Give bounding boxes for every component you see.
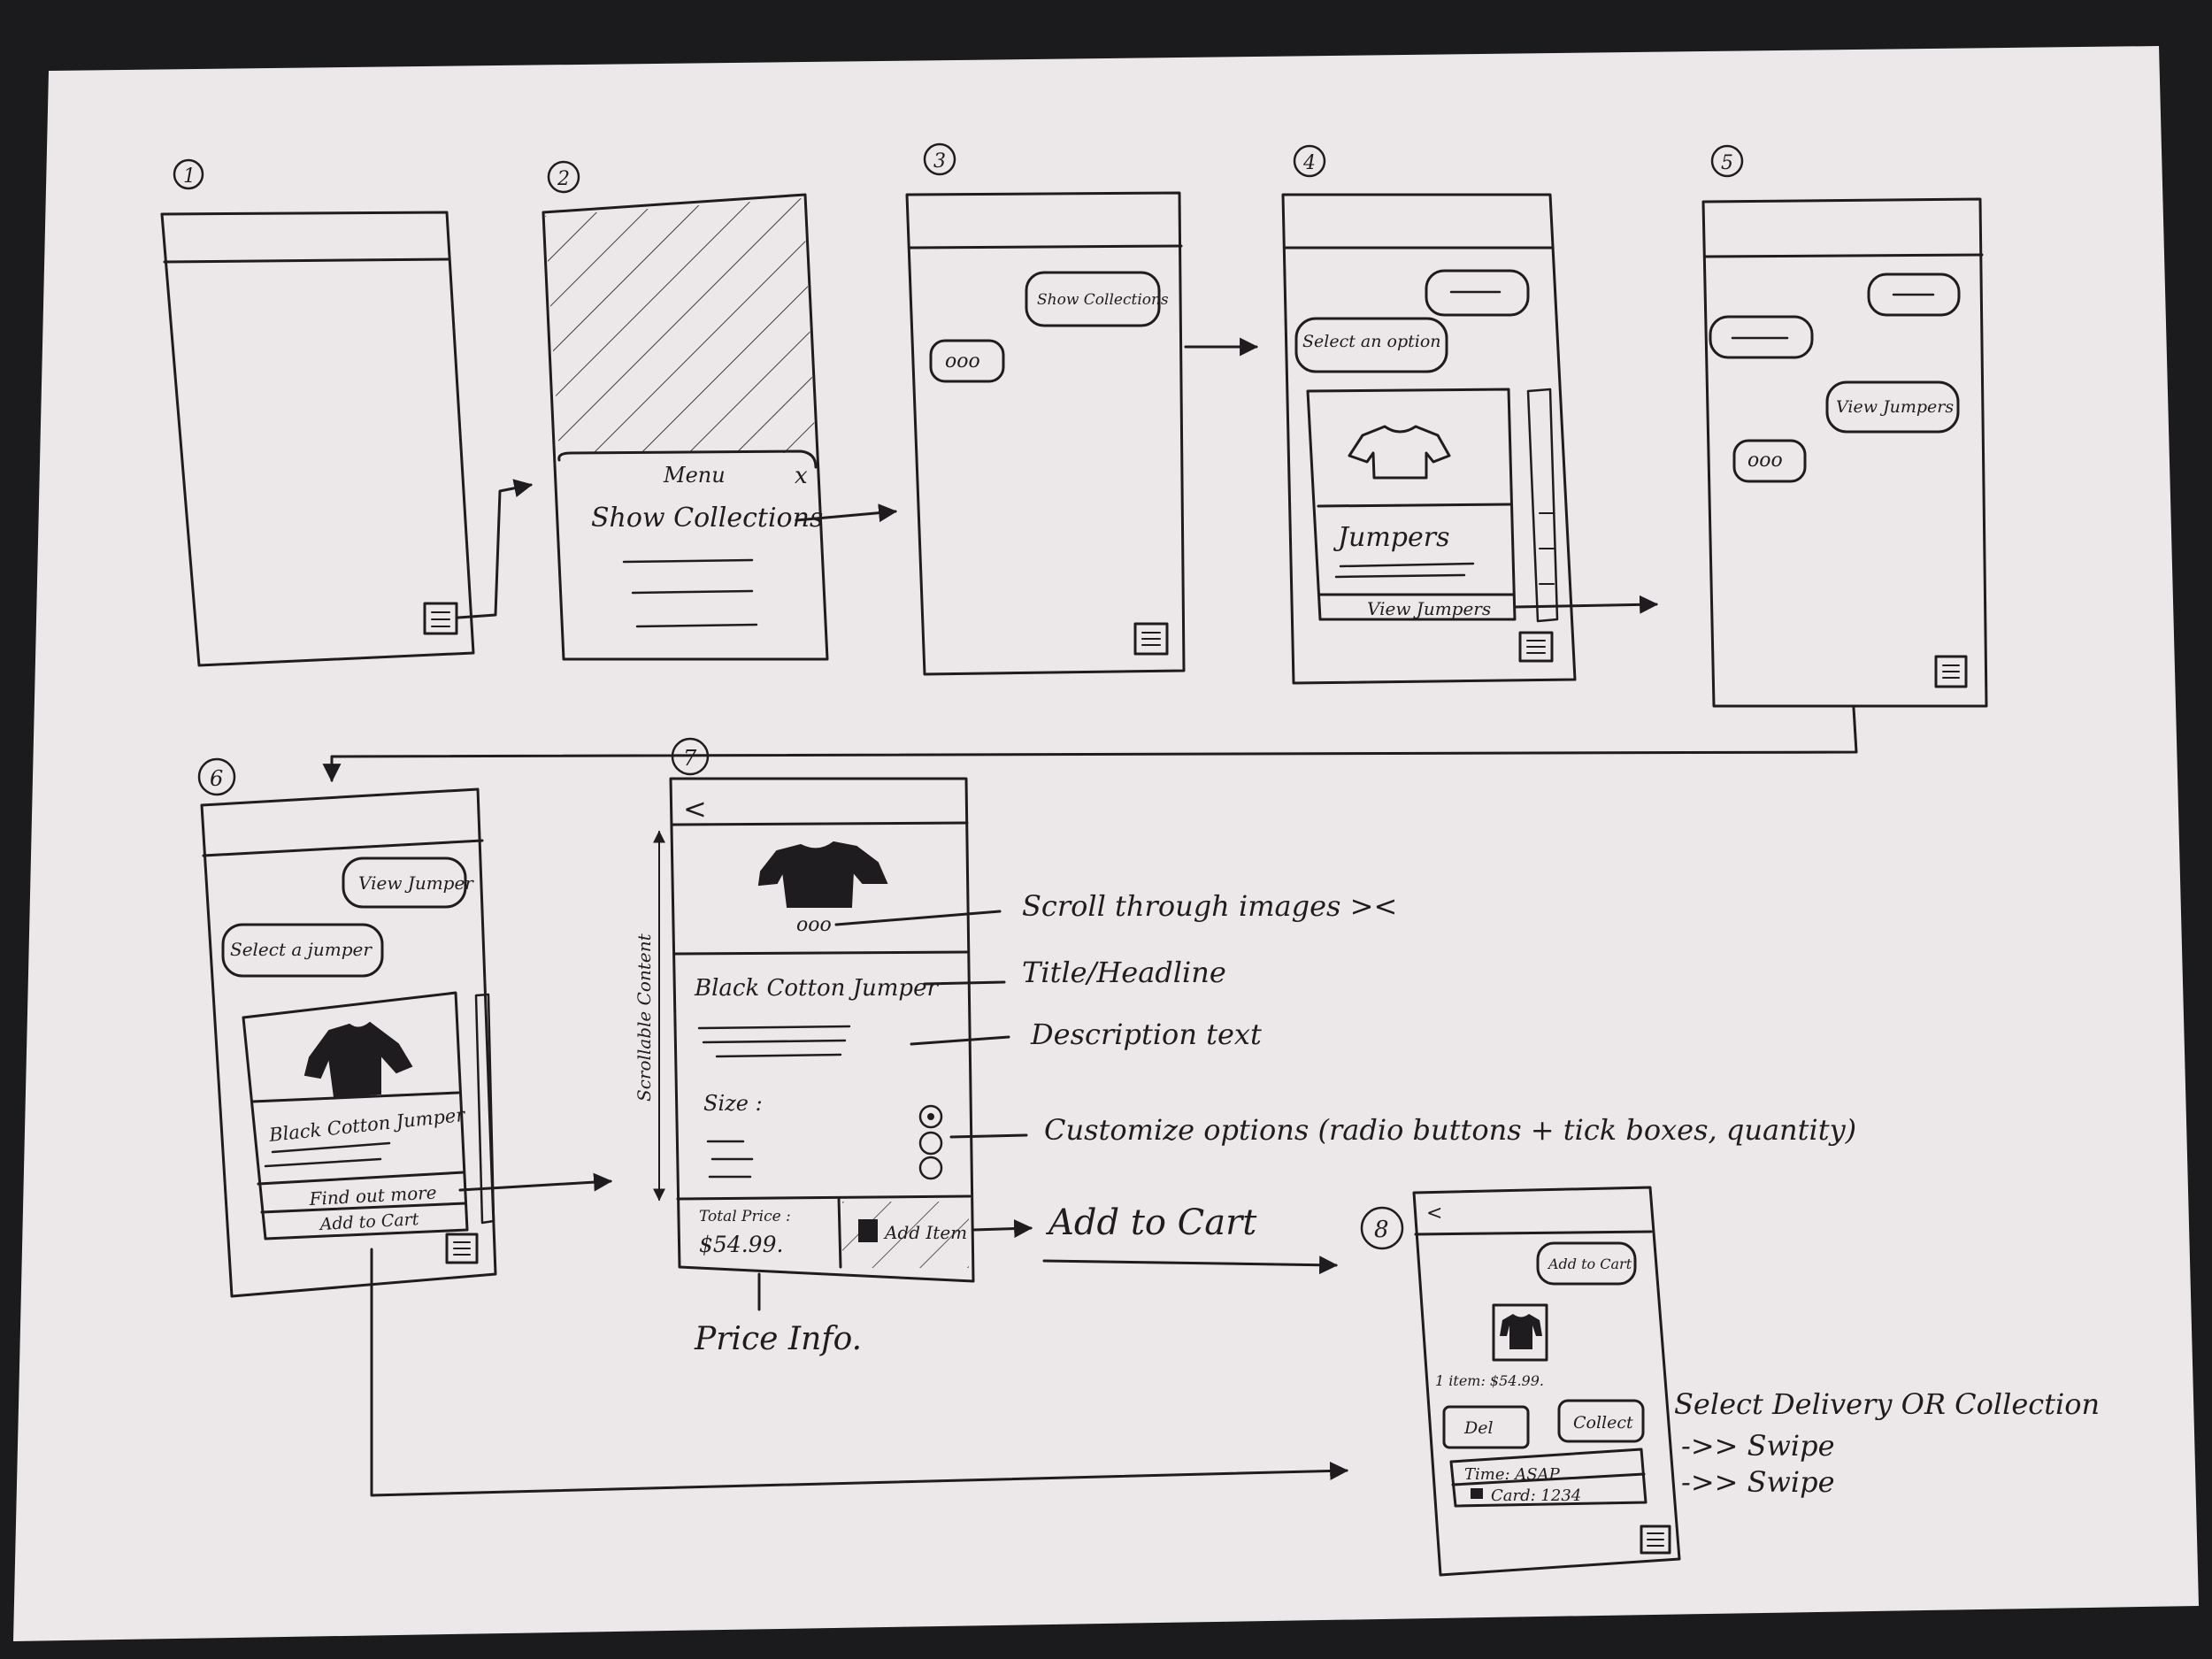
bubble-select-jumper-text: Select a jumper: [230, 939, 373, 960]
cart-item-summary: 1 item: $54.99.: [1435, 1372, 1544, 1389]
bubble-view-jumper: [342, 856, 467, 909]
product-title: Black Cotton Jumper: [694, 975, 939, 1002]
typing-indicator: [1732, 439, 1807, 483]
add-item-button[interactable]: Add Item: [883, 1222, 967, 1243]
frame-7-number: 7: [683, 746, 697, 771]
bubble-select-jumper: [221, 923, 384, 978]
frame-5-number: 5: [1721, 152, 1733, 174]
menu-icon[interactable]: [1640, 1525, 1671, 1555]
annotation-scroll-images: Scroll through images ><: [1022, 889, 1397, 923]
size-radio-selected[interactable]: [918, 1104, 943, 1129]
jumper-filled-icon: [303, 1021, 413, 1099]
jumper-thumbnail-icon: [1500, 1314, 1542, 1349]
bubble-view-jumper-text: View Jumper: [358, 872, 474, 894]
typing-indicator-text: ooo: [945, 350, 980, 373]
bubble-add-to-cart-text: Add to Cart: [1547, 1256, 1632, 1272]
annotation-description: Description text: [1030, 1018, 1262, 1051]
annotation-price-info: Price Info.: [694, 1321, 862, 1357]
bubble-show-collections-text: Show Collections: [1037, 291, 1169, 309]
frame-5: 5 View Jumpers ooo: [322, 144, 1988, 783]
options-box: [1449, 1448, 1647, 1508]
frame-4-number: 4: [1302, 152, 1316, 174]
frame-2-number: 2: [557, 168, 570, 190]
jumper-image: [757, 841, 888, 908]
delivery-button-label: Del: [1463, 1418, 1494, 1438]
frame-6-number: 6: [210, 766, 223, 791]
card-icon: [1471, 1488, 1483, 1499]
bubble-select-option-text: Select an option: [1302, 332, 1441, 351]
view-jumpers-button[interactable]: View Jumpers: [1367, 598, 1491, 619]
collect-button-label: Collect: [1573, 1413, 1633, 1432]
back-button[interactable]: <: [1426, 1202, 1442, 1225]
annotation-select-delivery: Select Delivery OR Collection: [1674, 1387, 2100, 1421]
payment-card-field[interactable]: Card: 1234: [1491, 1486, 1581, 1505]
product-thumbnail: [1492, 1303, 1548, 1362]
collection-card: [1306, 388, 1517, 621]
delivery-button[interactable]: [1442, 1405, 1530, 1449]
frame-8: 8 < Add to Cart 1 item: $54.99. Del Coll…: [1360, 1186, 2100, 1577]
bubble-view-jumpers-text: View Jumpers: [1836, 397, 1954, 417]
menu-icon[interactable]: [1934, 655, 1968, 688]
frame-8-number: 8: [1374, 1217, 1389, 1243]
cart-icon: [858, 1219, 878, 1242]
typing-indicator: [929, 339, 1005, 383]
delivery-time-field[interactable]: Time: ASAP: [1464, 1465, 1561, 1484]
frame-7: 7 < ooo Black Cotton Jumper Size : Total…: [634, 737, 975, 1283]
menu-icon[interactable]: [445, 1233, 479, 1264]
frame-2: 2 Menu x Show Collections: [541, 160, 898, 661]
frame-3: 3 Show Collections ooo: [905, 142, 1259, 676]
annotation-swipe-1: ->> Swipe: [1681, 1429, 1835, 1463]
card-title-jumpers: Jumpers: [1333, 522, 1450, 553]
menu-icon[interactable]: [1518, 631, 1554, 663]
size-label: Size :: [703, 1091, 763, 1116]
image-carousel-dots[interactable]: ooo: [796, 914, 832, 936]
typing-indicator-text: ooo: [1747, 449, 1783, 472]
annotation-title-headline: Title/Headline: [1022, 956, 1226, 989]
menu-title: Menu: [663, 463, 726, 488]
frame-3-number: 3: [933, 150, 946, 173]
menu-icon[interactable]: [423, 602, 458, 635]
frame-4: 4 Select an option Jumpers View Jumpers: [1281, 144, 1659, 685]
annotation-add-to-cart: Add to Cart: [1045, 1202, 1257, 1243]
bubble-user: [1425, 269, 1530, 317]
bubble-show-collections: [1025, 271, 1161, 327]
show-collections-menu-item[interactable]: Show Collections: [591, 503, 823, 534]
bubble-select-option: [1294, 317, 1448, 373]
scrollable-content-label: Scrollable Content: [634, 933, 655, 1102]
total-price-value: $54.99.: [699, 1232, 783, 1257]
total-price-label: Total Price :: [699, 1208, 791, 1225]
frame-1-number: 1: [183, 165, 196, 188]
menu-icon[interactable]: [1133, 622, 1169, 656]
bubble-user: [1867, 273, 1961, 317]
size-radio[interactable]: [918, 1156, 943, 1180]
bubble-bot: [1709, 315, 1814, 359]
frame-1: 1: [160, 158, 534, 667]
back-button[interactable]: <: [683, 792, 707, 826]
size-radio[interactable]: [918, 1131, 943, 1156]
menu-close-button[interactable]: x: [795, 463, 808, 489]
hatched-background: [545, 198, 816, 453]
bubble-view-jumpers: [1825, 380, 1960, 434]
jumper-outline-icon: [1348, 425, 1451, 480]
collect-button[interactable]: [1557, 1399, 1645, 1443]
bubble-add-to-cart: [1536, 1241, 1637, 1286]
annotations: Scroll through images >< Title/Headline …: [694, 889, 1856, 1357]
product-card: [242, 991, 469, 1240]
annotation-customize-options: Customize options (radio buttons + tick …: [1044, 1113, 1856, 1147]
annotation-swipe-2: ->> Swipe: [1681, 1465, 1835, 1499]
